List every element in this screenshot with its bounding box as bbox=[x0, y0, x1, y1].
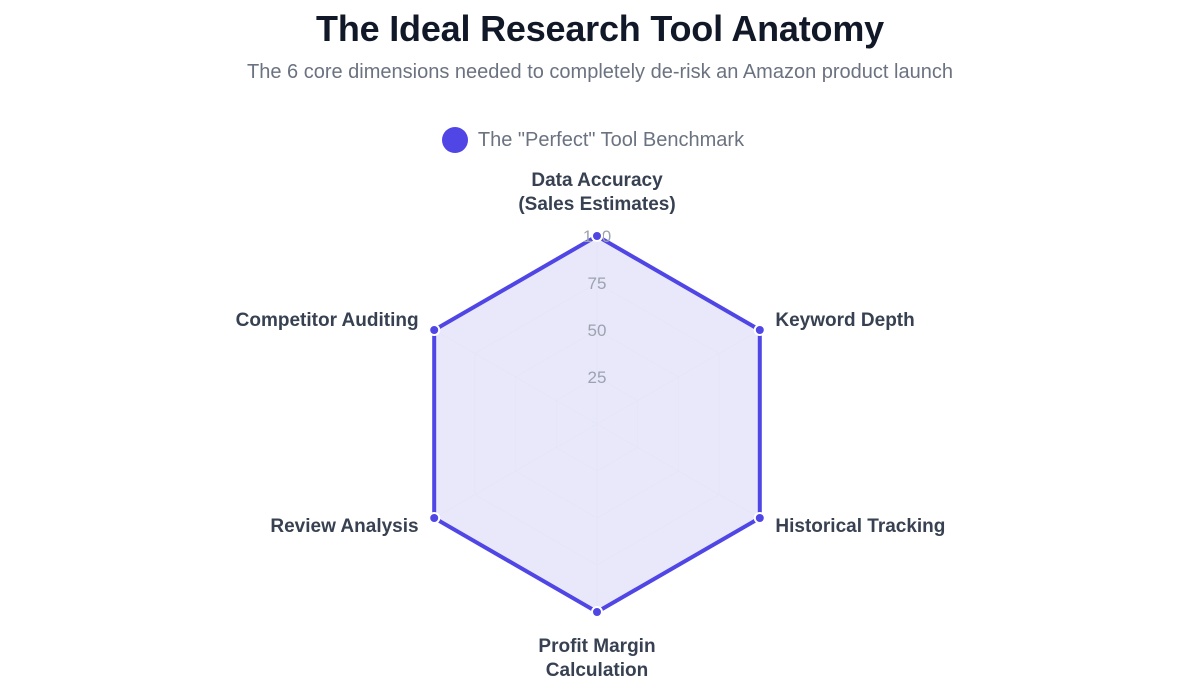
data-point-5 bbox=[428, 512, 441, 524]
tick-label-50: 50 bbox=[588, 321, 607, 340]
chart-subtitle: The 6 core dimensions needed to complete… bbox=[247, 61, 953, 83]
legend-swatch bbox=[441, 127, 468, 153]
data-point-6 bbox=[428, 324, 441, 336]
axis-label-5: Review Analysis bbox=[270, 516, 418, 537]
chart-title: The Ideal Research Tool Anatomy bbox=[316, 8, 884, 49]
data-point-4 bbox=[591, 606, 603, 618]
data-point-3 bbox=[753, 512, 766, 524]
tick-label-25: 25 bbox=[588, 368, 607, 387]
axis-label-2: Keyword Depth bbox=[775, 310, 914, 331]
data-point-2 bbox=[753, 324, 766, 336]
legend[interactable]: The "Perfect" Tool Benchmark bbox=[0, 127, 1200, 153]
data-point-1 bbox=[591, 230, 603, 242]
axis-label-6: Competitor Auditing bbox=[236, 310, 419, 331]
tick-label-75: 75 bbox=[588, 274, 607, 293]
legend-label: The "Perfect" Tool Benchmark bbox=[477, 128, 745, 151]
axis-label-1: Data Accuracy(Sales Estimates) bbox=[518, 170, 675, 215]
axis-label-3: Historical Tracking bbox=[775, 516, 945, 537]
